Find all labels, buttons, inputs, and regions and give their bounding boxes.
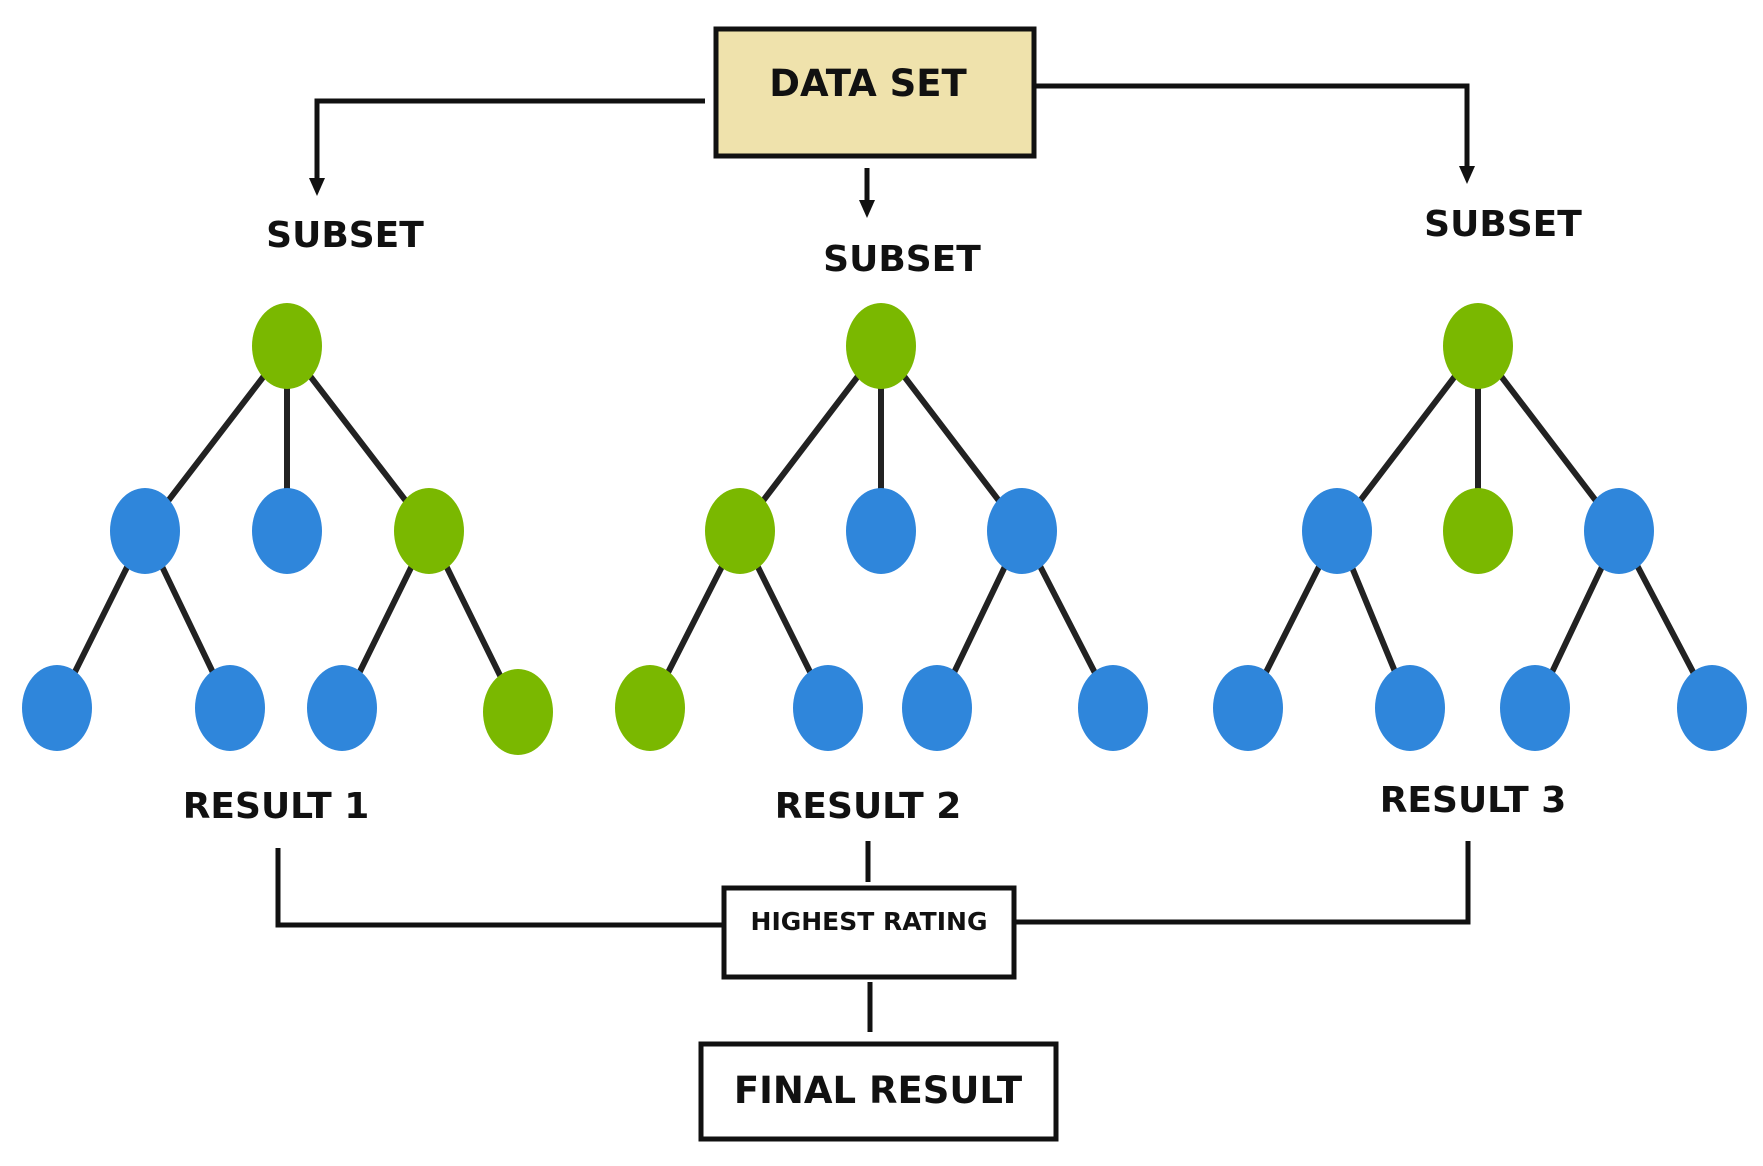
tree-node-leaf bbox=[1078, 665, 1148, 751]
tree-node bbox=[394, 488, 464, 574]
arrow-to-subset-3 bbox=[1035, 83, 1470, 166]
decision-tree-2 bbox=[615, 303, 1148, 751]
arrowhead-subset-1 bbox=[309, 178, 325, 196]
arrowhead-subset-3 bbox=[1459, 166, 1475, 184]
tree-node-leaf bbox=[1500, 665, 1570, 751]
tree-node-leaf bbox=[1677, 665, 1747, 751]
tree-node-root bbox=[846, 303, 916, 389]
arrowhead-subset-2 bbox=[859, 200, 875, 218]
tree-node-leaf bbox=[483, 669, 553, 755]
result-label-3: RESULT 3 bbox=[1380, 780, 1567, 821]
tree-node-root bbox=[252, 303, 322, 389]
decision-tree-3 bbox=[1213, 303, 1747, 751]
result-connectors bbox=[275, 841, 1471, 1032]
tree-node bbox=[1584, 488, 1654, 574]
tree-node-leaf bbox=[307, 665, 377, 751]
highest-rating-rect bbox=[721, 885, 1017, 980]
arrow-to-subset-1 bbox=[314, 98, 705, 178]
final-result-label: FINAL RESULT bbox=[734, 1069, 1023, 1112]
tree-node bbox=[987, 488, 1057, 574]
tree-node bbox=[846, 488, 916, 574]
tree-node-leaf bbox=[793, 665, 863, 751]
connector-result-3 bbox=[1014, 841, 1471, 925]
dataset-connectors bbox=[309, 83, 1475, 218]
tree-node-leaf bbox=[1213, 665, 1283, 751]
tree-node bbox=[252, 488, 322, 574]
subset-label-2: SUBSET bbox=[823, 239, 981, 280]
decision-tree-1 bbox=[22, 303, 553, 755]
tree-node-leaf bbox=[1375, 665, 1445, 751]
final-result-box: FINAL RESULT bbox=[698, 1041, 1059, 1142]
tree-node-root bbox=[1443, 303, 1513, 389]
tree-node-leaf bbox=[22, 665, 92, 751]
highest-rating-label: HIGHEST RATING bbox=[751, 907, 988, 936]
final-result-rect bbox=[698, 1041, 1059, 1142]
subset-label-3: SUBSET bbox=[1424, 204, 1582, 245]
dataset-box: DATA SET bbox=[713, 26, 1037, 159]
tree-node-leaf bbox=[195, 665, 265, 751]
result-label-1: RESULT 1 bbox=[183, 786, 370, 827]
connector-result-1 bbox=[275, 848, 724, 928]
tree-node bbox=[1302, 488, 1372, 574]
dataset-box-rect bbox=[713, 26, 1037, 159]
tree-node bbox=[705, 488, 775, 574]
tree-node-leaf bbox=[615, 665, 685, 751]
highest-rating-box: HIGHEST RATING bbox=[721, 885, 1017, 980]
tree-node bbox=[110, 488, 180, 574]
subset-label-1: SUBSET bbox=[266, 215, 424, 256]
dataset-label: DATA SET bbox=[769, 62, 967, 105]
tree-node-leaf bbox=[902, 665, 972, 751]
result-label-2: RESULT 2 bbox=[775, 786, 962, 827]
tree-node bbox=[1443, 488, 1513, 574]
